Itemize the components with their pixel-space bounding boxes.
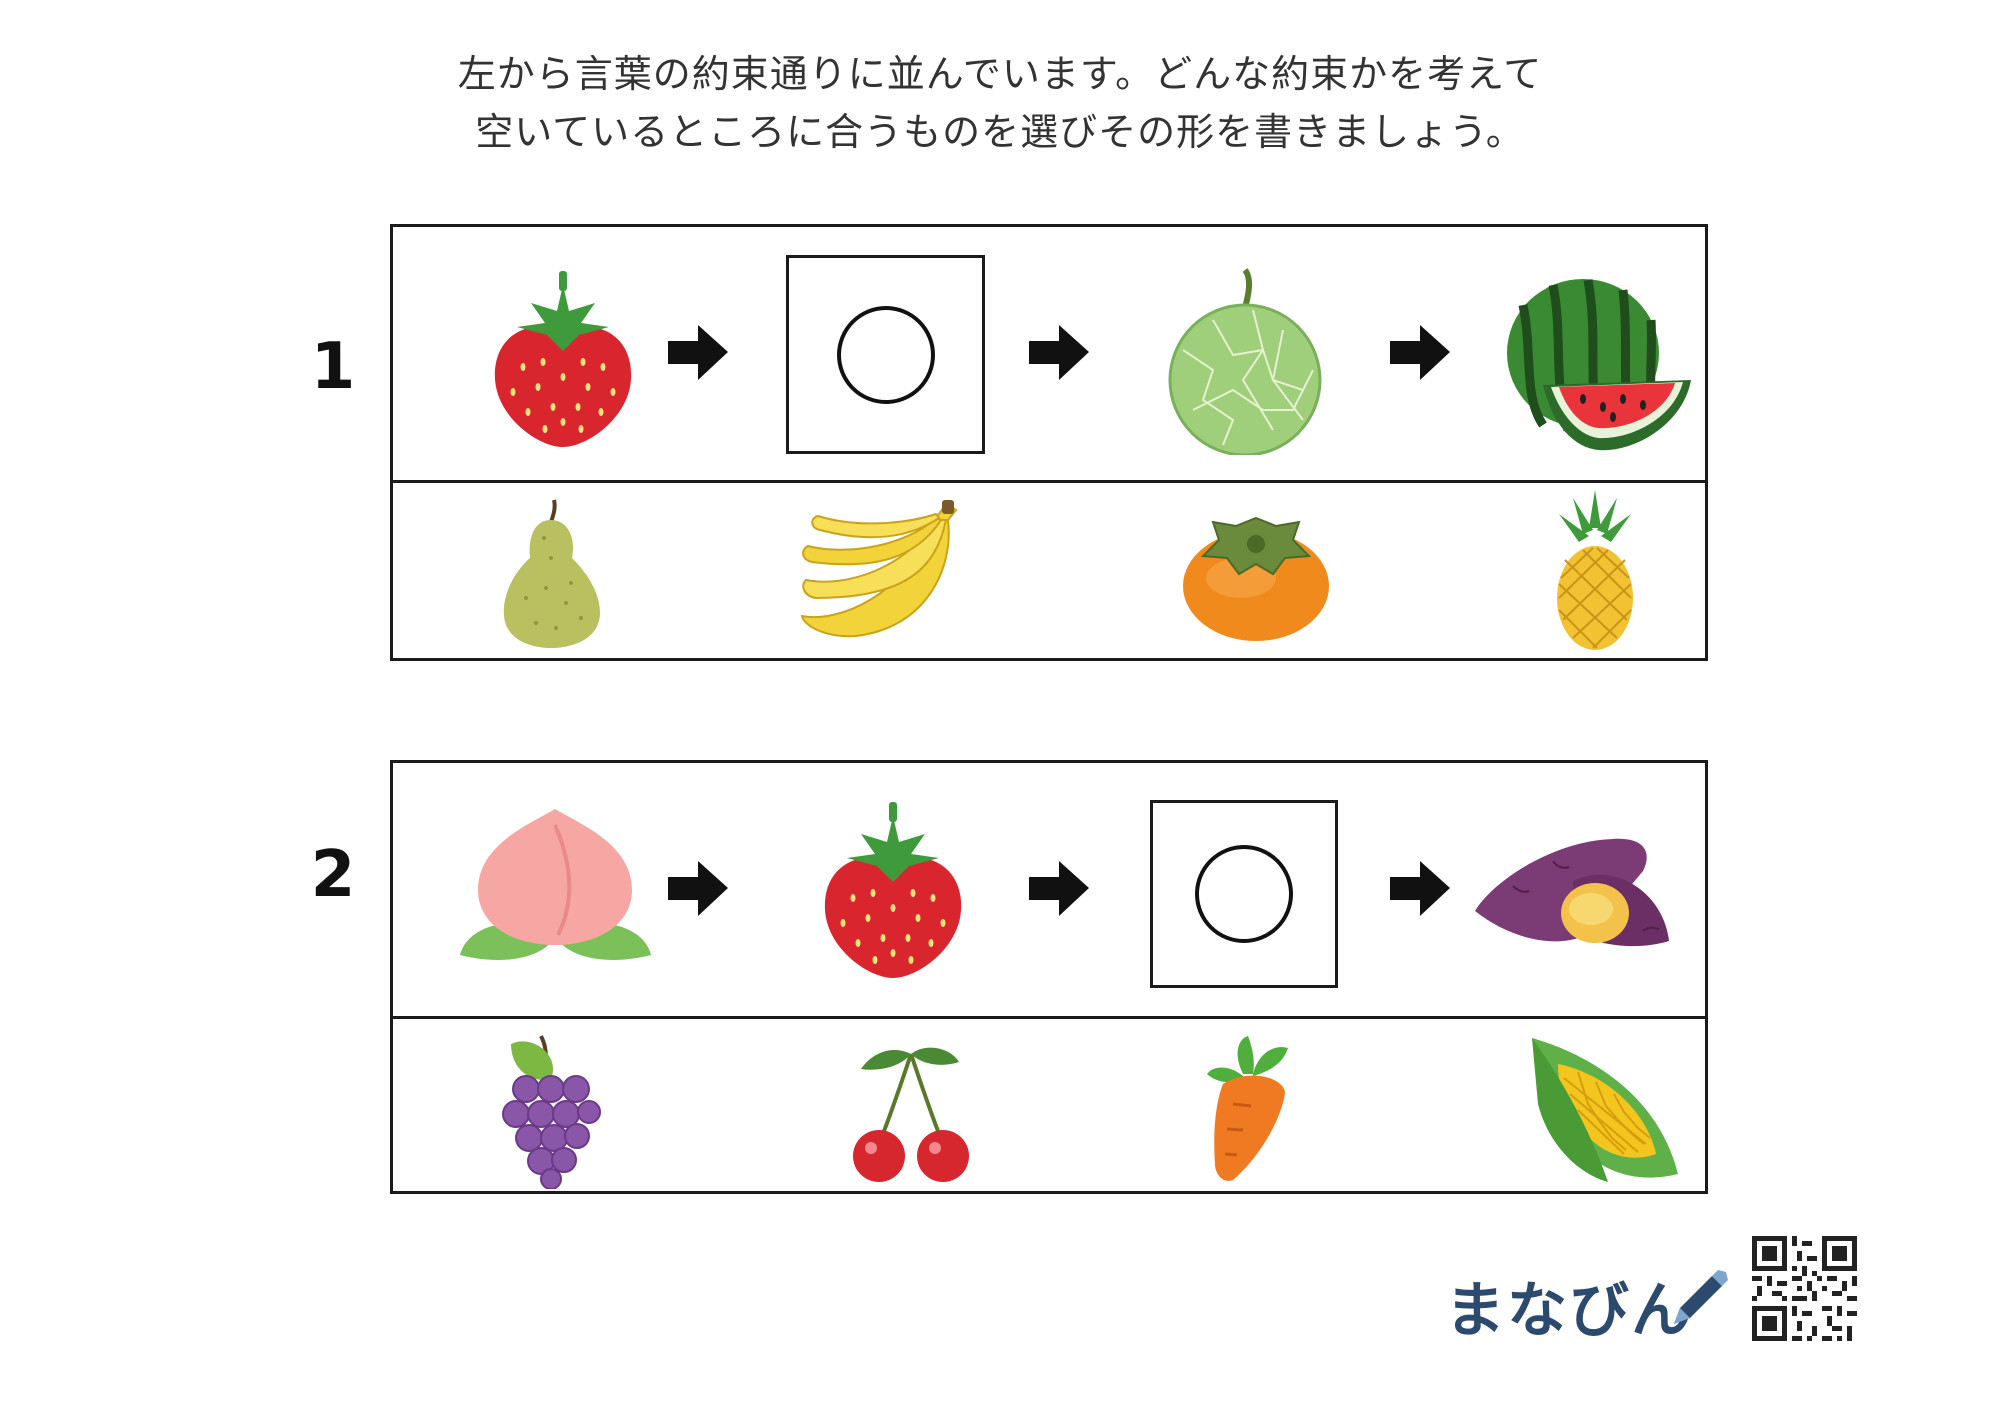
- instruction-line-1: 左から言葉の約束通りに並んでいます。どんな約束かを考えて: [457, 52, 1543, 96]
- problem-1: [390, 224, 1708, 661]
- circle-shape-icon: [836, 305, 935, 404]
- strawberry-icon: [483, 267, 643, 452]
- problem-1-sequence-row: [393, 227, 1705, 483]
- strawberry-icon: [813, 798, 973, 983]
- persimmon-icon[interactable]: [1181, 508, 1331, 643]
- arrow-right-icon: [1029, 325, 1089, 380]
- qr-code-icon: [1752, 1236, 1857, 1341]
- melon-icon: [1163, 260, 1328, 455]
- cherry-icon[interactable]: [851, 1044, 971, 1184]
- answer-box-1[interactable]: [786, 255, 985, 454]
- arrow-right-icon: [1390, 325, 1450, 380]
- problem-2: [390, 760, 1708, 1194]
- arrow-right-icon: [1029, 861, 1089, 916]
- problem-2-sequence-row: [393, 763, 1705, 1019]
- arrow-right-icon: [1390, 861, 1450, 916]
- arrow-right-icon: [668, 861, 728, 916]
- sweet-potato-icon: [1473, 831, 1673, 956]
- carrot-icon[interactable]: [1203, 1034, 1298, 1184]
- watermelon-icon: [1503, 275, 1693, 455]
- corn-icon[interactable]: [1528, 1034, 1683, 1184]
- problem-1-choices-row: [393, 483, 1705, 661]
- banana-icon[interactable]: [796, 498, 961, 643]
- instruction-line-2: 空いているところに合うものを選びその形を書きましょう。: [475, 110, 1525, 154]
- grape-icon[interactable]: [501, 1034, 601, 1189]
- brand-logo-text: まなびん: [1445, 1276, 1693, 1346]
- arrow-right-icon: [668, 325, 728, 380]
- instructions: 左から言葉の約束通りに並んでいます。どんな約束かを考えて 空いているところに合う…: [0, 45, 2000, 161]
- problem-number-2: 2: [310, 838, 356, 912]
- answer-box-2[interactable]: [1150, 800, 1338, 988]
- pencil-icon: [1668, 1270, 1728, 1330]
- problem-number-1: 1: [310, 330, 356, 404]
- pineapple-icon[interactable]: [1553, 488, 1638, 653]
- peach-icon: [458, 805, 653, 980]
- problem-2-choices-row: [393, 1019, 1705, 1197]
- pear-icon[interactable]: [496, 498, 606, 648]
- circle-shape-icon: [1195, 845, 1293, 943]
